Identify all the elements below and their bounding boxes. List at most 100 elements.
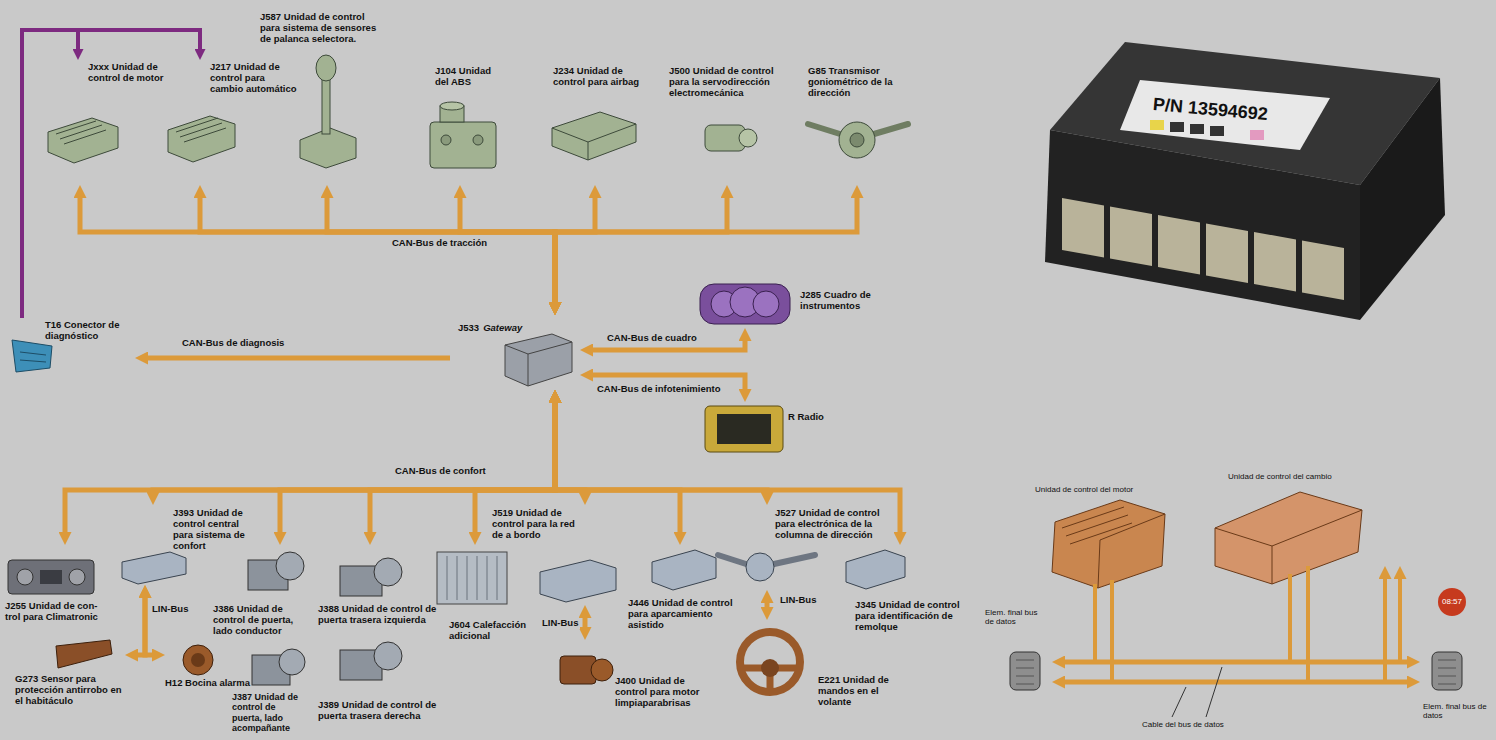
label-block: J388 Unidad de control de puerta trasera… [318,604,441,626]
gauge [753,291,779,317]
diagnosis-line [22,30,200,318]
bus-label: CAN-Bus de infotenimiento [595,384,723,395]
angle-sensor-hub [850,133,864,147]
steering-ecu-plug [739,129,757,147]
label-block: E221 Unidad de mandos en el volante [818,675,898,708]
connector-block [1110,206,1152,265]
label-block: Unidad de control del cambio [1228,472,1368,481]
airbag-ecu-icon [552,112,636,160]
label-block: J345 Unidad de control para identificaci… [855,600,967,633]
component-node: G85 Transmisor goniométrico de la direcc… [800,64,920,185]
label-block: J217 Unidad de control para cambio autom… [210,62,298,95]
climate-knob [69,569,85,585]
component-label: H12 Bocina alarma [165,678,255,689]
component-label: G85 Transmisor goniométrico de la direcc… [808,66,913,99]
bus-label: CAN-Bus de cuadro [605,333,699,344]
component-node: J104 Unidad del ABS [425,64,520,185]
terminator-icon [1432,652,1462,690]
component-label: J393 Unidad de control central para sist… [173,508,255,552]
component-node: R Radio [700,402,840,454]
label-block: J255 Unidad de con- trol para Climatroni… [5,601,108,623]
component-label: J217 Unidad de control para cambio autom… [210,62,298,95]
engine-ecu-icon [1052,500,1165,588]
gateway-edges [505,342,572,386]
abs-block [430,122,496,168]
instrument-cluster-icon [700,284,790,324]
label-block: J533Gateway [458,317,578,335]
gateway-icon [505,334,572,386]
bus-line [586,375,745,396]
component-node: J285 Cuadro de instrumentos [695,280,887,328]
bus-line [145,591,159,655]
color-swatch [1210,126,1224,136]
antitheft-sensor-icon [56,640,112,668]
bus-line [765,596,770,614]
component-label: Gateway [483,322,522,333]
heater-icon [437,552,507,604]
onboard-ecu-icon [540,560,616,602]
bus-tap-arrow [1383,572,1387,682]
leader-line [1172,667,1222,717]
component-label: J387 Unidad de control de puerta, lado a… [232,692,304,733]
label-block: Unidad de control del motor [1035,485,1170,494]
label-block: T16 Conector de diagnóstico [45,320,133,342]
connectors [22,30,1414,662]
gearbox-ecu-icon [1215,492,1362,584]
label-block: J387 Unidad de control de puerta, lado a… [232,692,304,733]
component-label: Jxxx Unidad de control de motor [88,62,170,84]
component-label: J500 Unidad de control para la servodire… [669,66,793,99]
ecu-icon [168,116,235,162]
climate-display [40,570,62,584]
component-node: J393 Unidad de control central para sist… [118,505,257,585]
parking-ecu-icon [652,550,716,590]
component-label: T16 Conector de diagnóstico [45,320,133,342]
component-node: J388 Unidad de control de puerta trasera… [315,545,443,628]
connector-block [1302,240,1344,299]
label-block: J285 Cuadro de instrumentos [800,290,885,312]
label-block: Elem. final bus de datos [1423,702,1487,720]
connector-pins [20,352,46,362]
component-label: Elem. final bus de datos [985,608,1047,626]
component-node: J345 Unidad de control para identificaci… [840,545,970,640]
bus-line [555,396,585,499]
component-label: J446 Unidad de control para aparcamiento… [628,598,744,631]
component-node: Unidad de control del motor [1030,485,1172,585]
bus-line [65,396,555,539]
ecu-edges [1215,510,1362,584]
horn-icon [183,645,213,675]
label-block: J386 Unidad de control de puerta, lado c… [213,604,305,637]
bus-line [153,396,555,499]
label-block: Jxxx Unidad de control de motor [88,62,170,84]
abs-port [473,135,483,145]
ecu-photo-side [1360,78,1445,320]
component-node: J587 Unidad de control para sistema de s… [255,10,432,185]
terminator-icon [1010,652,1040,690]
door-motor [279,649,305,675]
component-node: J217 Unidad de control para cambio autom… [172,60,305,185]
angle-sensor-ring [839,122,875,158]
bus-label: CAN-Bus de confort [393,466,488,477]
ecu-bus-tap [1095,566,1308,682]
component-node: J386 Unidad de control de puerta, lado c… [212,545,307,642]
label-block: Elem. final bus de datos [985,608,1047,626]
component-node: J604 Calefacción adicional [434,545,537,645]
component-node: Elem. final bus de datos [982,606,1052,694]
component-node: J389 Unidad de control de puerta trasera… [315,638,443,726]
bus-line [555,396,680,539]
component-node: J234 Unidad de control para airbag [545,64,655,185]
component-label: G273 Sensor para protección antirrobo en… [15,674,123,707]
component-label: E221 Unidad de mandos en el volante [818,675,898,708]
component-label: J255 Unidad de con- trol para Climatroni… [5,601,108,623]
component-label: Unidad de control del motor [1035,485,1170,494]
clock-text: 08:57 [1438,597,1466,606]
label-block: J446 Unidad de control para aparcamiento… [628,598,744,631]
component-node: E221 Unidad de mandos en el volante [730,620,900,712]
bus-line [327,191,555,309]
component-label: Unidad de control del cambio [1228,472,1368,481]
label-block: J519 Unidad de control para la red de a … [492,508,580,541]
bus-cable [1058,680,1414,685]
steering-wheel-hub [761,659,779,677]
bus-line [586,334,745,350]
component-label: R Radio [788,412,838,423]
